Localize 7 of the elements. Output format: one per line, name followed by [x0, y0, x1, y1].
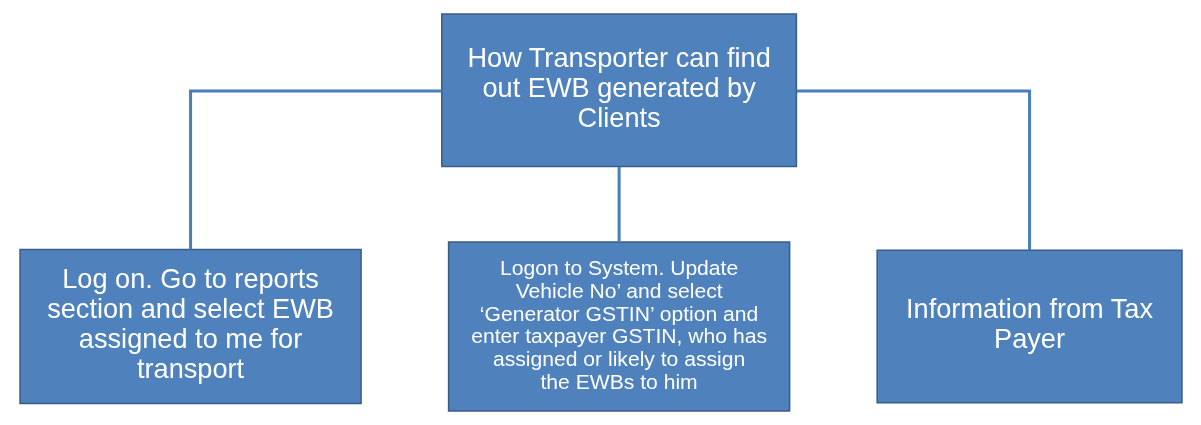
- node-box: Logon to System. Update Vehicle No’ and select ‘Generator GSTIN’ option and enter taxpayer GSTIN, who has assigned or likely to assign the EWBs to him: [447, 241, 790, 412]
- node-box: Information from Tax Payer: [875, 249, 1183, 404]
- node-box: Log on. Go to reports section and select EWB assigned to me for transport: [18, 248, 362, 405]
- node-box: How Transporter can find out EWB generated by Clients: [440, 13, 797, 168]
- connector: [617, 166, 621, 242]
- connector: [796, 89, 1031, 250]
- connector: [188, 89, 442, 250]
